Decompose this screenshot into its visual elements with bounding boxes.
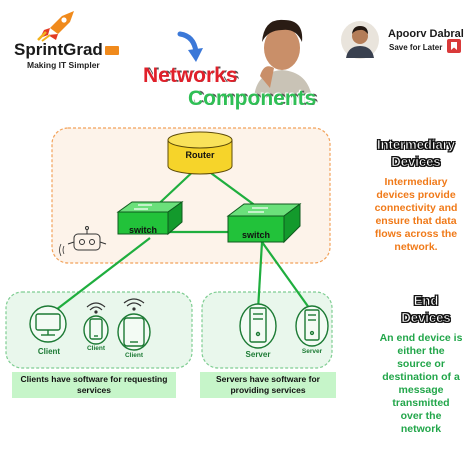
intermediary-description: Intermediary devices provide connectivit… [374, 176, 458, 253]
computer-icon [29, 305, 67, 343]
switch-label-left: switch [128, 225, 157, 235]
avatar [341, 21, 379, 59]
server-label: Server [245, 350, 271, 359]
phone-icon [83, 315, 109, 345]
servers-caption: Servers have software for providing serv… [200, 372, 336, 398]
end-devices-description: An end device is either the source or de… [379, 332, 463, 435]
bookmark-icon[interactable] [447, 39, 461, 53]
arrow-icon [177, 31, 203, 62]
author-name: Apoorv Dabral [388, 28, 464, 40]
switch-label-right: switch [241, 230, 270, 240]
rocket-icon [37, 11, 74, 42]
client-label: Client [37, 347, 61, 356]
client-label: Client [86, 345, 106, 352]
clients-caption: Clients have software for requesting ser… [12, 372, 176, 398]
brand-name: SprintGrad [14, 40, 119, 60]
save-for-later-link[interactable]: Save for Later [389, 43, 443, 52]
server-icon [295, 305, 329, 347]
wifi-icon [123, 298, 145, 311]
brand-tagline: Making IT Simpler [27, 60, 100, 70]
link-switch1-client [47, 237, 151, 317]
intermediary-title: Intermediary Devices [376, 137, 456, 170]
brand-badge [104, 46, 119, 56]
server-icon [239, 303, 277, 349]
end-devices-title: End Devices [401, 293, 451, 326]
robot-icon [59, 226, 107, 257]
tablet-icon [117, 313, 151, 351]
switch-right [226, 203, 302, 244]
link-switch2-server2 [261, 241, 313, 313]
title-networks: Networks [143, 64, 238, 87]
link-switch2-server1 [256, 241, 264, 311]
server-label: Server [301, 348, 323, 355]
switch-left [116, 201, 184, 236]
presenter-photo [246, 12, 318, 98]
wifi-icon [86, 302, 106, 314]
router-label: Router [185, 150, 215, 160]
title-components: Components [188, 87, 317, 110]
router [167, 131, 233, 175]
client-label: Client [124, 352, 144, 359]
